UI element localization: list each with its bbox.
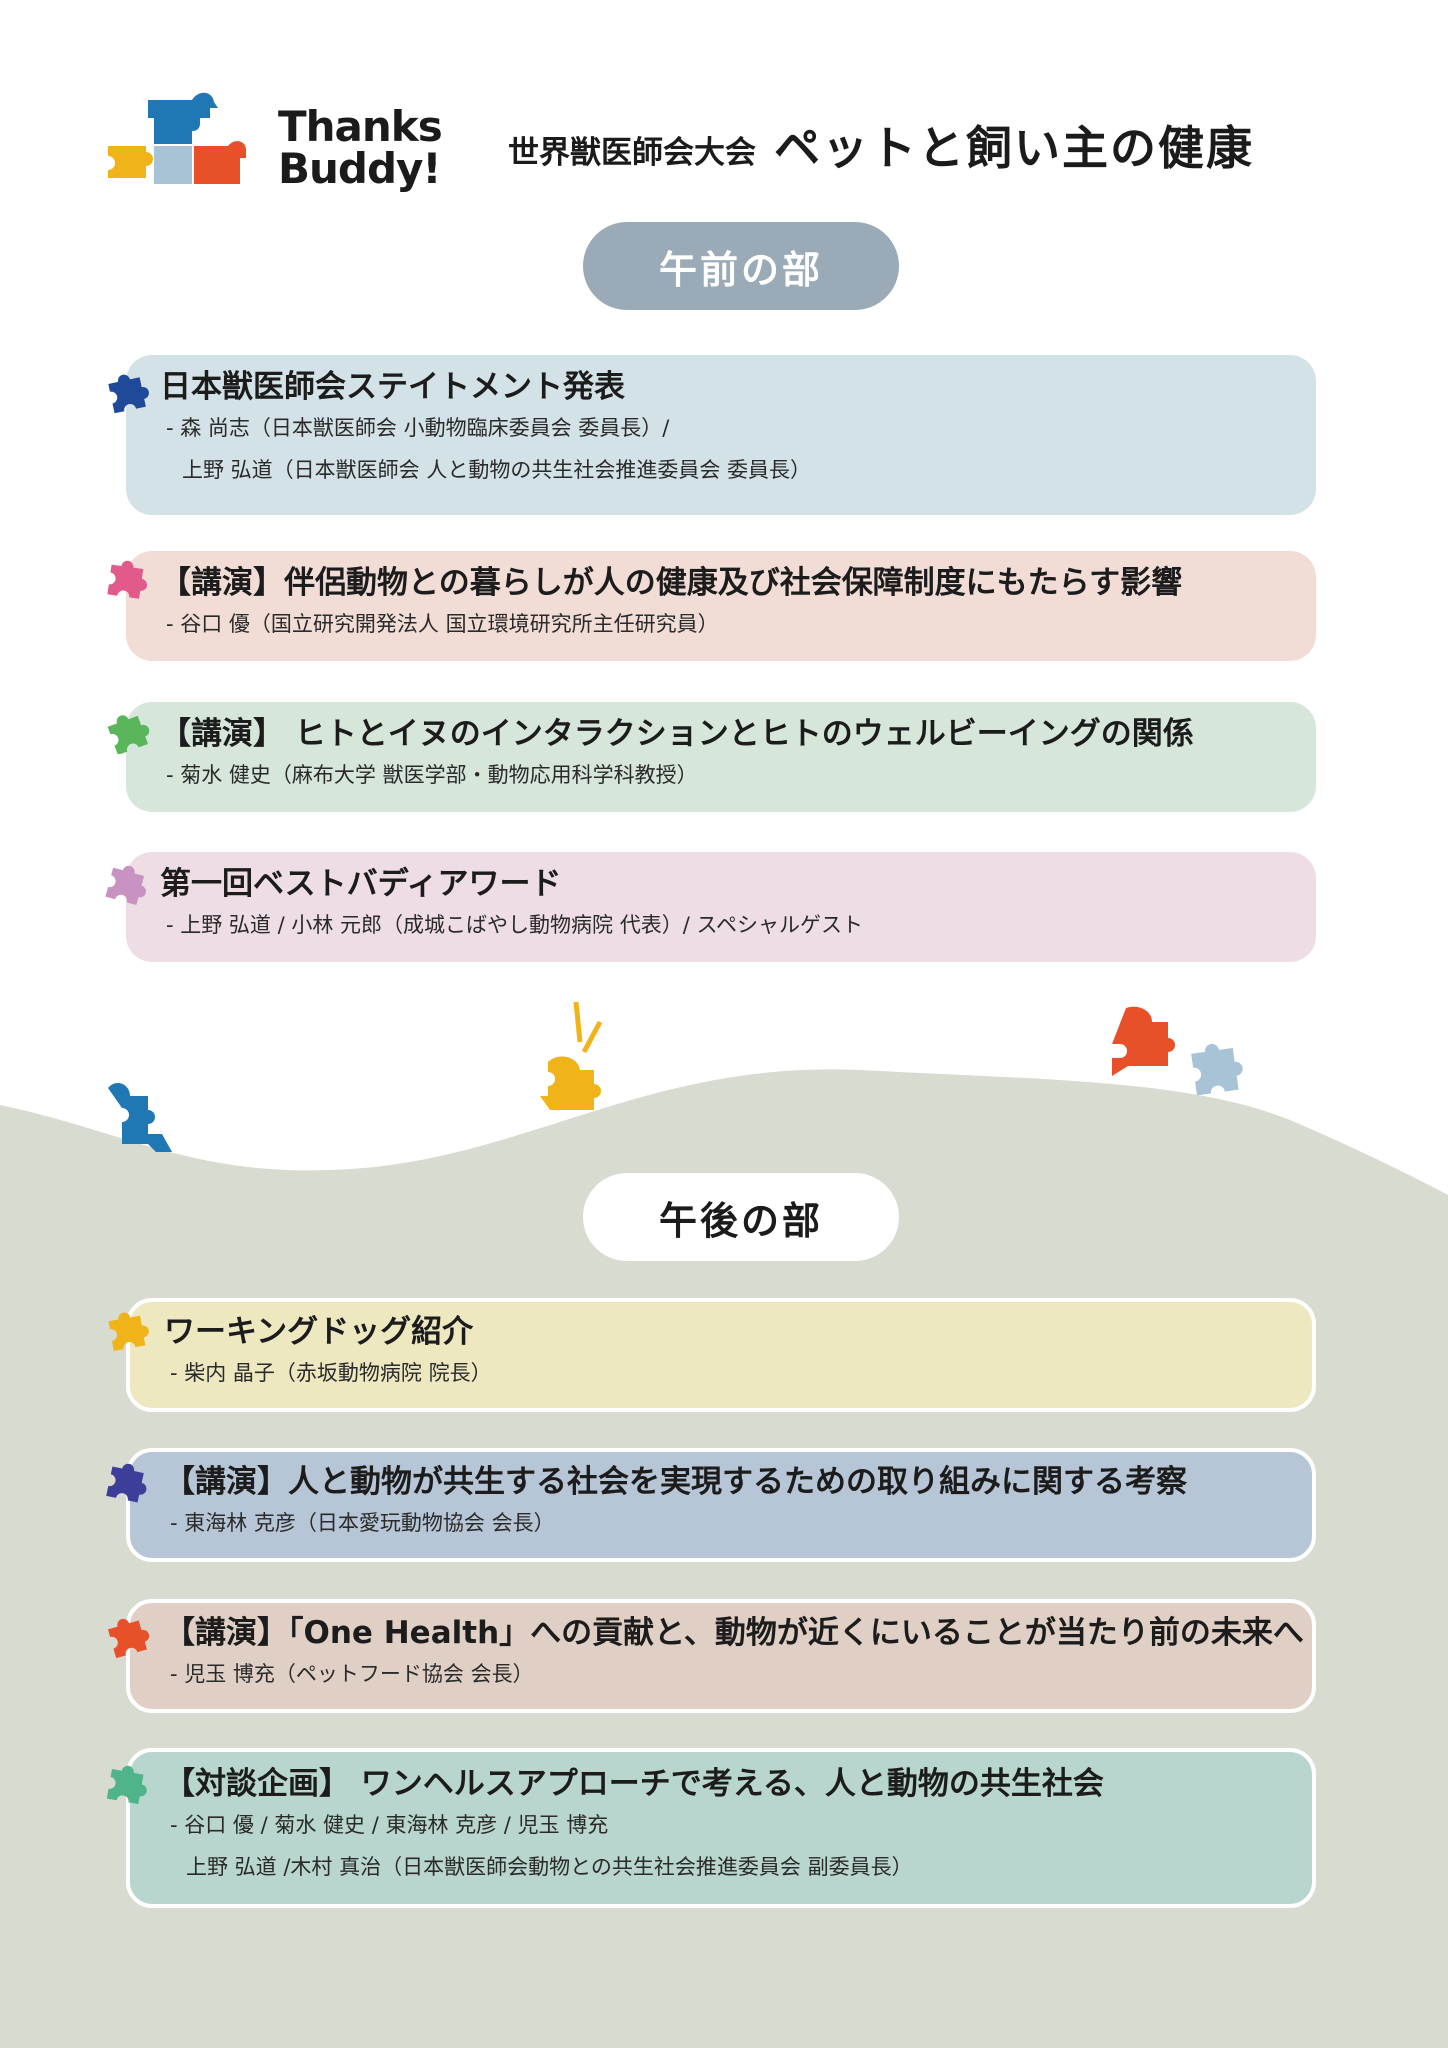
orange-puzzle-dog-icon — [1112, 1006, 1175, 1076]
event-theme: ペットと飼い主の健康 — [774, 121, 1254, 175]
puzzle-piece-icon — [106, 1765, 147, 1805]
logo-text-line2: Buddy! — [278, 144, 442, 193]
program-card: 【講演】 ヒトとイヌのインタラクションとヒトのウェルビーイングの関係 - 菊水 … — [126, 702, 1316, 812]
blue-puzzle-dog-icon — [108, 1082, 172, 1152]
yellow-puzzle-dog-icon — [540, 1001, 603, 1110]
program-speakers: - 森 尚志（日本獣医師会 小動物臨床委員会 委員長）/ — [166, 416, 670, 440]
program-card: ワーキングドッグ紹介 - 柴内 晶子（赤坂動物病院 院長） — [126, 1298, 1316, 1412]
program-speakers: - 谷口 優 / 菊水 健史 / 東海林 克彦 / 児玉 博充 — [170, 1813, 609, 1837]
program-card: 【講演】「One Health」への貢献と、動物が近くにいることが当たり前の未来… — [126, 1599, 1316, 1713]
header-title: 世界獣医師会大会 ペットと飼い主の健康 — [508, 108, 1254, 178]
thanks-buddy-logo: Thanks Buddy! — [98, 88, 478, 208]
puzzle-piece-icon — [106, 1463, 147, 1503]
program-title: 【講演】 ヒトとイヌのインタラクションとヒトのウェルビーイングの関係 — [160, 716, 1194, 752]
event-name: 世界獣医師会大会 — [508, 135, 756, 171]
program-title: 【講演】「One Health」への貢献と、動物が近くにいることが当たり前の未来… — [164, 1615, 1304, 1651]
program-title: 第一回ベストバディアワード — [160, 866, 562, 902]
puzzle-piece-icon — [105, 865, 146, 905]
logo-blue-piece — [148, 92, 218, 144]
morning-section-label: 午前の部 — [583, 222, 899, 310]
program-card: 【講演】伴侶動物との暮らしが人の健康及び社会保障制度にもたらす影響 - 谷口 優… — [126, 551, 1316, 661]
light-blue-puzzle-piece-icon — [1191, 1043, 1243, 1096]
puzzle-piece-icon — [107, 1618, 150, 1658]
afternoon-section-label: 午後の部 — [583, 1173, 899, 1261]
program-card: 【講演】人と動物が共生する社会を実現するための取り組みに関する考察 - 東海林 … — [126, 1448, 1316, 1562]
program-title: ワーキングドッグ紹介 — [164, 1314, 474, 1350]
program-speakers-cont: 上野 弘道（日本獣医師会 人と動物の共生社会推進委員会 委員長） — [182, 458, 812, 482]
program-speakers: - 柴内 晶子（赤坂動物病院 院長） — [170, 1361, 492, 1385]
program-speakers: - 菊水 健史（麻布大学 獣医学部・動物応用科学科教授） — [166, 763, 698, 787]
program-speakers: - 児玉 博充（ペットフード協会 会長） — [170, 1662, 534, 1686]
logo-text-line1: Thanks — [278, 102, 443, 151]
puzzle-piece-icon — [108, 374, 149, 414]
puzzle-piece-icon — [107, 560, 147, 599]
program-title: 【講演】人と動物が共生する社会を実現するための取り組みに関する考察 — [164, 1464, 1187, 1500]
program-title: 【講演】伴侶動物との暮らしが人の健康及び社会保障制度にもたらす影響 — [160, 565, 1183, 601]
puzzle-piece-icon — [107, 715, 150, 754]
logo-yellow-piece — [108, 146, 153, 178]
puzzle-dogs-logo-icon — [108, 92, 246, 184]
program-card: 第一回ベストバディアワード - 上野 弘道 / 小林 元郎（成城こばやし動物病院… — [126, 852, 1316, 962]
program-title: 日本獣医師会ステイトメント発表 — [160, 369, 625, 405]
program-title: 【対談企画】 ワンヘルスアプローチで考える、人と動物の共生社会 — [164, 1766, 1104, 1802]
logo-light-piece — [154, 146, 192, 184]
program-card: 【対談企画】 ワンヘルスアプローチで考える、人と動物の共生社会 - 谷口 優 /… — [126, 1748, 1316, 1908]
logo-orange-piece — [194, 141, 246, 184]
program-speakers-cont: 上野 弘道 /木村 真治（日本獣医師会動物との共生社会推進委員会 副委員長） — [186, 1855, 913, 1879]
program-card: 日本獣医師会ステイトメント発表 - 森 尚志（日本獣医師会 小動物臨床委員会 委… — [126, 355, 1316, 515]
program-speakers: - 上野 弘道 / 小林 元郎（成城こばやし動物病院 代表）/ スペシャルゲスト — [166, 913, 863, 937]
puzzle-piece-icon — [108, 1312, 149, 1351]
program-speakers: - 東海林 克彦（日本愛玩動物協会 会長） — [170, 1511, 555, 1535]
program-speakers: - 谷口 優（国立研究開発法人 国立環境研究所主任研究員） — [166, 612, 719, 636]
